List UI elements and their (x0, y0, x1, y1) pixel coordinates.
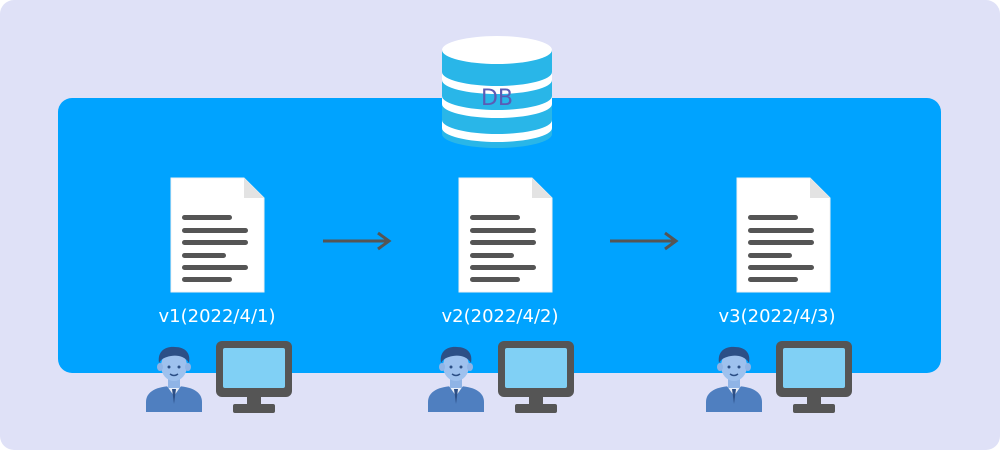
version-label: v1(2022/4/1) (158, 306, 276, 327)
version-label: v3(2022/4/3) (718, 306, 836, 327)
monitor-icon (498, 341, 574, 413)
arrow-right-icon (323, 231, 392, 251)
document-icon (170, 177, 265, 293)
database-label: DB (480, 86, 514, 111)
person-icon (428, 346, 484, 412)
document-icon (458, 177, 553, 293)
person-icon (146, 346, 202, 412)
monitor-icon (776, 341, 852, 413)
person-icon (706, 346, 762, 412)
monitor-icon (216, 341, 292, 413)
document-icon (736, 177, 831, 293)
version-label: v2(2022/4/2) (441, 306, 559, 327)
arrow-right-icon (610, 231, 679, 251)
database-icon (442, 36, 552, 148)
